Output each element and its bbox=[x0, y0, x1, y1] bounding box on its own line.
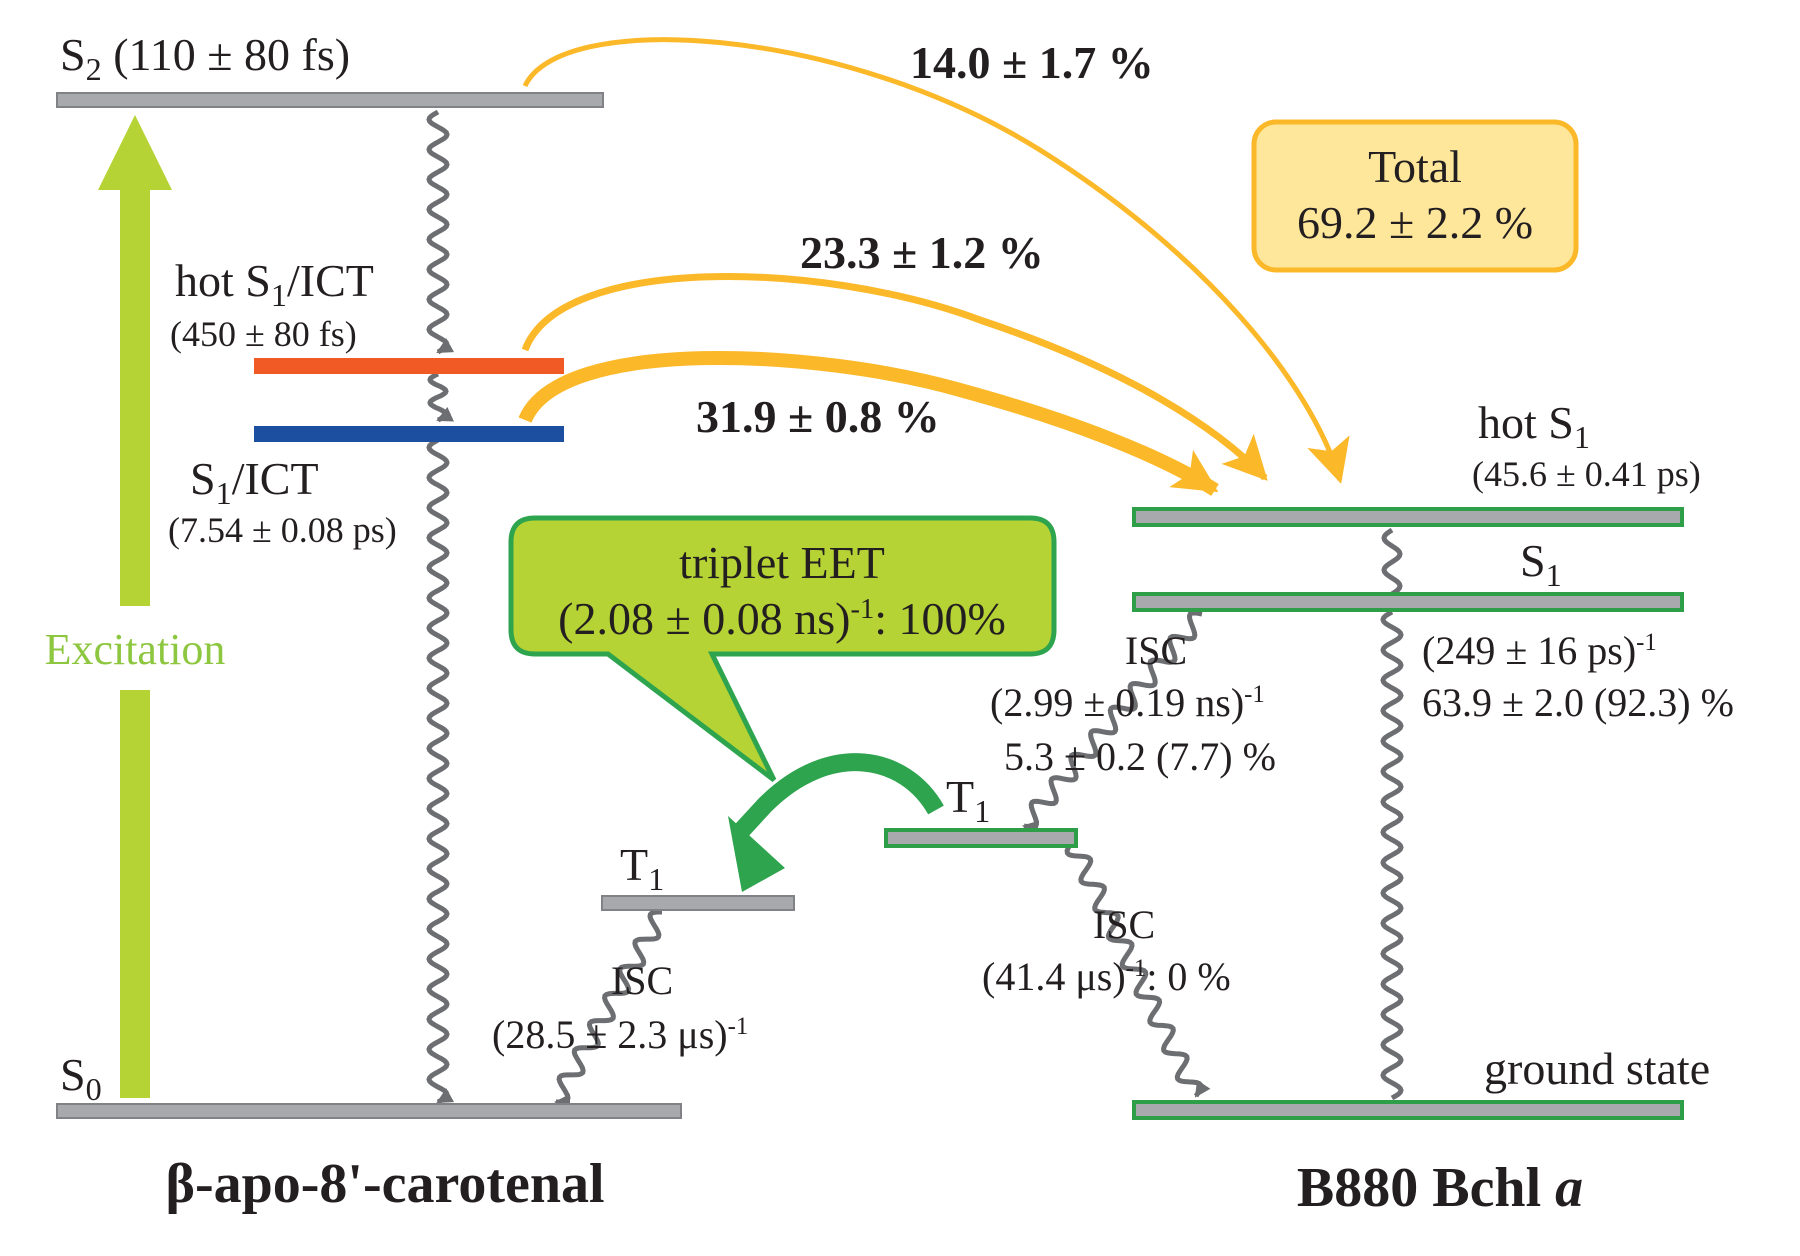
total-box-line1: Total bbox=[1368, 141, 1462, 192]
isc-bchl-s1-label: ISC bbox=[1125, 628, 1187, 673]
transfer-arrow-s2 bbox=[522, 37, 1350, 484]
wavy-s1-to-s0 bbox=[426, 437, 455, 1105]
eet-rate-exponent: -1 bbox=[850, 594, 874, 625]
transfer-from-hot-s1-ict-label: 23.3 ± 1.2 % bbox=[800, 227, 1044, 278]
level-hot-s1-bchl bbox=[1132, 507, 1684, 527]
isc-bchl-t1-label: ISC bbox=[1093, 902, 1155, 947]
level-s2 bbox=[56, 92, 604, 108]
s2-label: S2 (110 ± 80 fs) bbox=[60, 29, 350, 87]
isc-carotenal-rate: (28.5 ± 2.3 μs)-1 bbox=[492, 1012, 748, 1057]
level-s0 bbox=[56, 1103, 682, 1119]
hot-s1-bchl-label: hot S1 bbox=[1478, 397, 1590, 455]
hot-s1-ict-label: hot S1/ICT bbox=[175, 255, 374, 313]
eet-box-line2: (2.08 ± 0.08 ns)-1: 100% bbox=[558, 593, 1006, 644]
wavy-hot-s1-to-s1-bchl bbox=[1381, 527, 1403, 597]
s1-bchl-rate: (249 ± 16 ps)-1 bbox=[1422, 628, 1657, 673]
s0-label: S0 bbox=[60, 1049, 102, 1107]
excitation-shaft-upper bbox=[120, 188, 150, 606]
eet-rate: (2.08 ± 0.08 ns) bbox=[558, 593, 850, 644]
level-t1-bchl bbox=[884, 828, 1078, 848]
s1-ict-label: S1/ICT bbox=[190, 453, 319, 511]
wavy-isc-t1-to-s0 bbox=[554, 909, 662, 1110]
wavy-s1-to-ground bbox=[1380, 609, 1404, 1101]
excitation-label: Excitation bbox=[45, 625, 226, 674]
t1-carotenal-label: T1 bbox=[620, 839, 664, 897]
ground-state-label: ground state bbox=[1484, 1043, 1710, 1094]
isc-carotenal-label: ISC bbox=[611, 958, 673, 1003]
s1-bchl-label: S1 bbox=[1520, 535, 1562, 593]
wavy-isc-t1-to-ground bbox=[1064, 840, 1211, 1098]
bchl-title: B880 Bchl a bbox=[1297, 1157, 1583, 1219]
excitation-head bbox=[98, 115, 172, 190]
eet-arrow bbox=[735, 753, 944, 837]
eet-yield: : 100% bbox=[874, 593, 1006, 644]
t1-bchl-label: T1 bbox=[946, 771, 990, 829]
wavy-s2-to-hot-s1 bbox=[426, 109, 455, 355]
transfer-from-s2-label: 14.0 ± 1.7 % bbox=[910, 37, 1154, 88]
wavy-isc-s1-to-t1 bbox=[1022, 610, 1203, 837]
carotenal-title: β-apo-8'-carotenal bbox=[165, 1153, 604, 1215]
level-s1-ict bbox=[254, 426, 564, 442]
excitation-shaft-lower bbox=[120, 690, 150, 1098]
wavy-hot-s1-to-s1 bbox=[427, 371, 455, 423]
transfer-arrow-hot-s1-ict bbox=[521, 272, 1268, 481]
level-hot-s1-ict bbox=[254, 358, 564, 374]
level-ground-bchl bbox=[1132, 1100, 1684, 1120]
level-s1-bchl bbox=[1132, 592, 1684, 612]
isc-bchl-t1-rate: (41.4 μs)-1: 0 % bbox=[982, 954, 1231, 999]
hot-s1-ict-lifetime: (450 ± 80 fs) bbox=[170, 314, 357, 354]
isc-bchl-s1-yield: 5.3 ± 0.2 (7.7) % bbox=[1004, 734, 1276, 779]
eet-box: triplet EET (2.08 ± 0.08 ns)-1: 100% bbox=[508, 515, 1057, 782]
isc-bchl-s1-rate: (2.99 ± 0.19 ns)-1 bbox=[990, 680, 1265, 725]
total-box: Total 69.2 ± 2.2 % bbox=[1251, 119, 1579, 273]
transfer-arrow-s1-ict bbox=[518, 350, 1219, 496]
excitation-arrow bbox=[98, 115, 172, 1098]
total-box-line2: 69.2 ± 2.2 % bbox=[1297, 197, 1533, 248]
s1-bchl-yield: 63.9 ± 2.0 (92.3) % bbox=[1422, 680, 1734, 725]
eet-box-line1: triplet EET bbox=[679, 537, 885, 588]
hot-s1-bchl-lifetime: (45.6 ± 0.41 ps) bbox=[1472, 454, 1701, 494]
s1-ict-lifetime: (7.54 ± 0.08 ps) bbox=[168, 510, 397, 550]
transfer-from-s1-ict-label: 31.9 ± 0.8 % bbox=[696, 391, 940, 442]
level-t1-carotenal bbox=[601, 895, 795, 911]
eet-arrowhead bbox=[728, 816, 785, 892]
